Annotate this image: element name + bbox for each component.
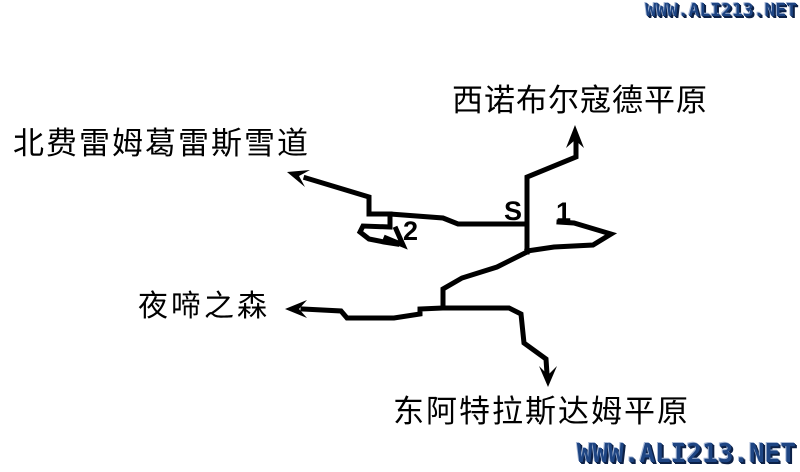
arrow-exit-2-icon xyxy=(382,225,408,250)
arrow-forest-icon xyxy=(285,300,307,318)
path-to-south xyxy=(440,305,550,377)
marker-exit-2: 2 xyxy=(403,216,419,246)
path-to-forest xyxy=(300,305,446,321)
arrow-north-icon xyxy=(566,125,584,148)
arrow-south-icon xyxy=(539,366,557,387)
marker-start: S xyxy=(504,196,523,226)
label-northwest-snowroad: 北费雷姆葛雷斯雪道 xyxy=(13,126,310,161)
label-north-plain: 西诺布尔寇德平原 xyxy=(452,83,708,118)
path-to-lower-junction xyxy=(440,248,531,311)
arrow-northwest-icon xyxy=(287,170,310,187)
path-exit-2-loop xyxy=(356,211,400,247)
watermark-top-right: WWW.ALI213.NET xyxy=(645,0,797,21)
label-south-plain: 东阿特拉斯达姆平原 xyxy=(393,394,690,429)
watermark-bottom-right: WWW.ALI213.NET xyxy=(576,439,796,469)
marker-exit-1: 1 xyxy=(556,197,572,227)
label-west-forest: 夜啼之森 xyxy=(138,290,270,323)
path-to-north xyxy=(524,136,579,255)
path-exit-1-loop xyxy=(524,219,618,254)
